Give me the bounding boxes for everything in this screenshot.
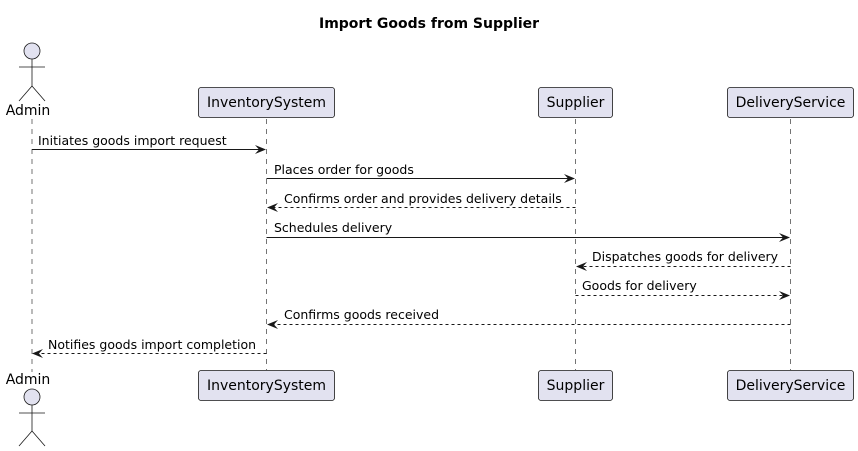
arrowhead [255, 145, 266, 154]
message-1: Initiates goods import request [32, 133, 266, 154]
participant-label-admin: Admin [6, 372, 51, 388]
message-4: Schedules delivery [266, 220, 790, 242]
arrowhead [32, 349, 43, 358]
arrowhead [779, 233, 790, 242]
participant-supplier-bottom: Supplier [538, 370, 613, 401]
lifelines [31, 119, 791, 372]
message-5: Dispatches goods for delivery [576, 249, 791, 271]
participant-label-delivery-service: DeliveryService [736, 95, 846, 111]
actor-admin-bottom: Admin [6, 372, 51, 447]
message-label: Confirms order and provides delivery det… [284, 191, 562, 206]
message-3: Confirms order and provides delivery det… [267, 191, 576, 212]
participant-supplier-top: Supplier [538, 87, 613, 118]
message-label: Goods for delivery [582, 278, 697, 293]
participant-label-supplier: Supplier [547, 95, 605, 111]
participant-delivery-service-bottom: DeliveryService [727, 370, 854, 401]
message-8: Notifies goods import completion [32, 337, 267, 358]
diagram-title: Import Goods from Supplier [319, 16, 539, 32]
actor-icon [18, 388, 46, 447]
arrowhead [779, 291, 790, 300]
message-label: Confirms goods received [284, 307, 439, 322]
message-label: Dispatches goods for delivery [592, 249, 779, 264]
arrowhead [564, 174, 575, 183]
message-6: Goods for delivery [575, 278, 790, 300]
participant-inventory-system-top: InventorySystem [198, 87, 335, 118]
participant-label-inventory-system: InventorySystem [207, 95, 326, 111]
participant-label-supplier: Supplier [547, 378, 605, 394]
arrowhead [267, 203, 278, 212]
message-label: Notifies goods import completion [48, 337, 256, 352]
participant-delivery-service-top: DeliveryService [727, 87, 854, 118]
message-7: Confirms goods received [267, 307, 791, 329]
message-label: Places order for goods [274, 162, 414, 177]
participant-label-inventory-system: InventorySystem [207, 378, 326, 394]
message-2: Places order for goods [266, 162, 575, 183]
message-label: Initiates goods import request [38, 133, 227, 148]
arrowhead [267, 320, 278, 329]
arrowhead [576, 262, 587, 271]
participant-label-delivery-service: DeliveryService [736, 378, 846, 394]
participant-label-admin: Admin [6, 103, 51, 119]
message-label: Schedules delivery [274, 220, 393, 235]
actor-admin-top: Admin [6, 42, 51, 119]
participant-inventory-system-bottom: InventorySystem [198, 370, 335, 401]
actor-icon [18, 42, 46, 102]
